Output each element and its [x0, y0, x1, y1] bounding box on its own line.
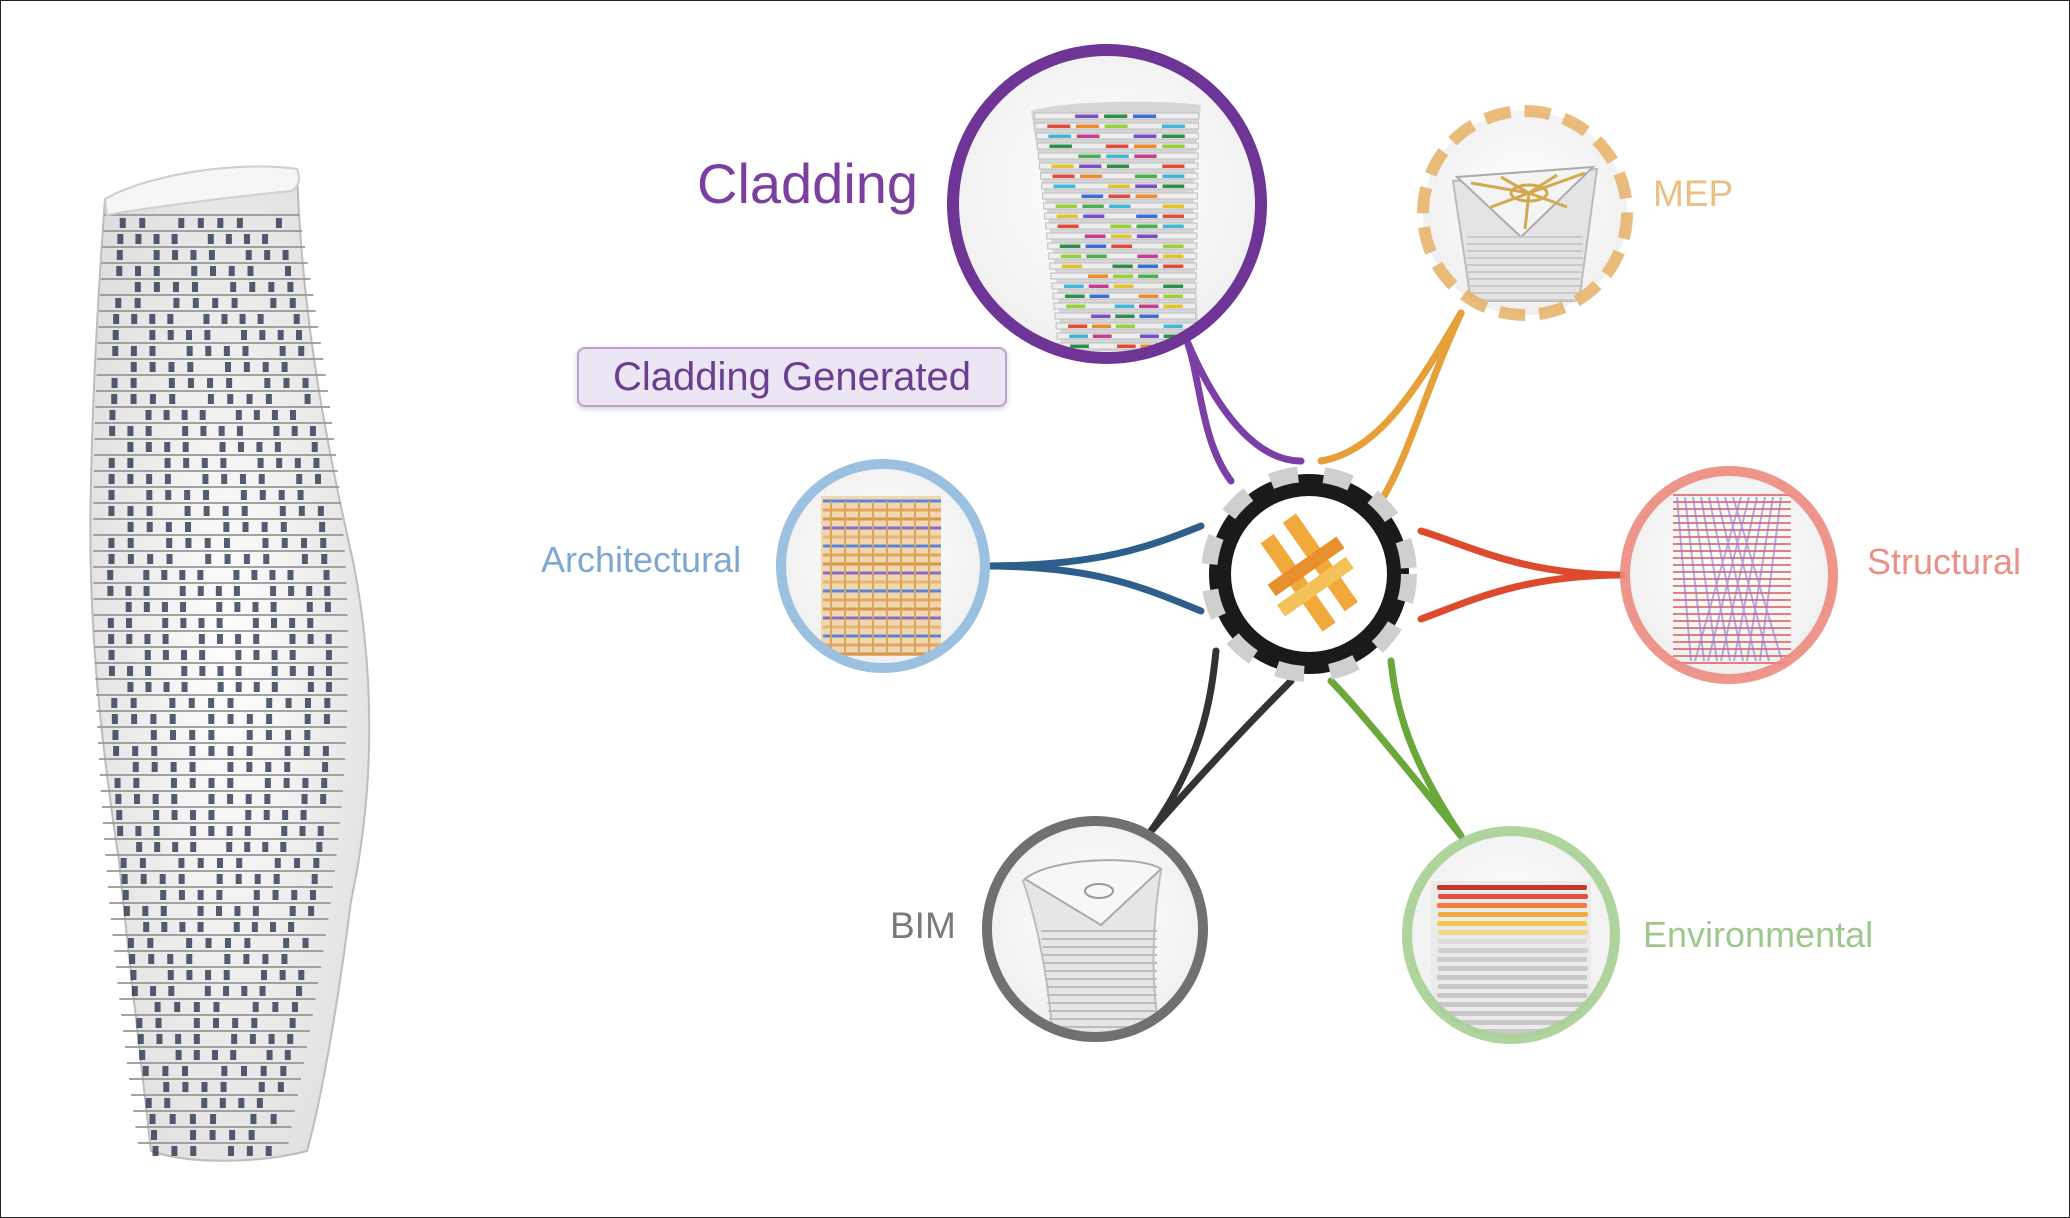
connector-mep [1377, 309, 1465, 505]
environmental-node[interactable] [1402, 826, 1620, 1051]
status-badge: Cladding Generated [577, 347, 1007, 407]
mep-node[interactable] [1417, 105, 1633, 321]
connector-structural [1417, 527, 1629, 579]
connector-bim [1147, 647, 1220, 835]
connector-mep [1317, 309, 1465, 465]
tower-rendering [89, 165, 371, 1162]
connector-cladding [1183, 337, 1235, 485]
connector-bim [1147, 677, 1295, 835]
bim-node[interactable] [982, 816, 1208, 1042]
architectural-label: Architectural [541, 539, 742, 580]
connector-lines [981, 309, 1629, 840]
connector-architectural [981, 522, 1205, 570]
environmental-label: Environmental [1643, 914, 1874, 955]
connector-architectural [981, 562, 1205, 615]
hypar-logo-icon [1260, 513, 1358, 632]
status-badge-text: Cladding Generated [612, 354, 972, 399]
connector-environmental [1327, 677, 1465, 840]
connector-environmental [1387, 657, 1465, 840]
connector-cladding [1183, 337, 1305, 465]
cladding-node[interactable] [947, 44, 1267, 364]
structural-node[interactable] [1620, 466, 1838, 684]
structural-label: Structural [1867, 541, 2022, 582]
mep-label: MEP [1653, 173, 1734, 214]
cladding-label: Cladding [697, 152, 919, 215]
connector-structural [1417, 571, 1629, 623]
architectural-node[interactable] [776, 459, 990, 673]
hub-node[interactable] [1201, 466, 1417, 682]
bim-label: BIM [890, 905, 956, 946]
